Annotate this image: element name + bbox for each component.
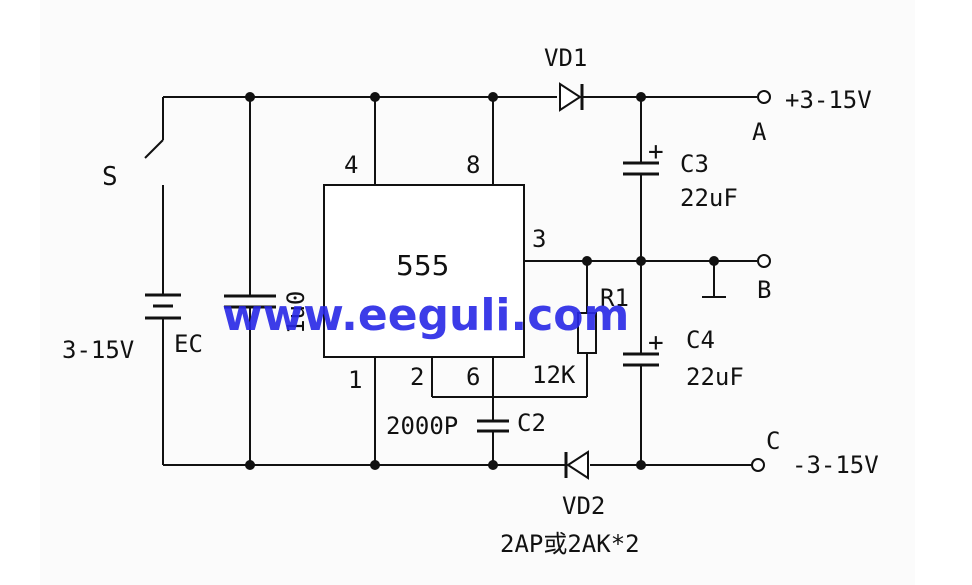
resistor-r1-value: 12K bbox=[532, 361, 576, 389]
terminal-c-voltage: -3-15V bbox=[792, 451, 879, 479]
pin-3-label: 3 bbox=[532, 225, 546, 253]
cap-c3-label: C3 bbox=[680, 150, 709, 178]
pin-8-label: 8 bbox=[466, 151, 480, 179]
terminal-a-voltage: +3-15V bbox=[785, 86, 872, 114]
terminal-c-label: C bbox=[766, 427, 780, 455]
diode-vd2-part-label: 2AP或2AK*2 bbox=[500, 530, 640, 558]
ic-555-body bbox=[323, 184, 525, 358]
junction-dots bbox=[245, 92, 719, 470]
diode-vd1-label: VD1 bbox=[544, 44, 587, 72]
terminal-b-label: B bbox=[757, 276, 771, 304]
pin-2-label: 2 bbox=[410, 363, 424, 391]
cap-c2-value: 2000P bbox=[386, 412, 458, 440]
cap-c4-value: 22uF bbox=[686, 363, 744, 391]
cap-c1-label: 1u0 bbox=[282, 291, 310, 334]
cap-c2-label: C2 bbox=[517, 409, 546, 437]
pin-1-label: 1 bbox=[348, 366, 362, 394]
cap-c3-polarity: + bbox=[648, 137, 664, 167]
terminal-a-label: A bbox=[752, 118, 767, 146]
battery-voltage-label: 3-15V bbox=[62, 336, 134, 364]
battery-label: EC bbox=[174, 330, 203, 358]
watermark-text: www.eeguli.com bbox=[222, 290, 629, 341]
switch-label: S bbox=[102, 162, 118, 192]
diode-vd1-symbol bbox=[559, 82, 584, 112]
pin-6-label: 6 bbox=[466, 363, 480, 391]
resistor-r1-label: R1 bbox=[600, 284, 629, 312]
ic-part-label: 555 bbox=[396, 249, 449, 282]
cap-c3-value: 22uF bbox=[680, 184, 738, 212]
terminal-c-icon bbox=[751, 458, 765, 472]
cap-c4-polarity: + bbox=[648, 328, 664, 358]
terminal-b-icon bbox=[757, 254, 771, 268]
terminal-a-icon bbox=[757, 90, 771, 104]
pin-4-label: 4 bbox=[344, 151, 358, 179]
diode-vd2-symbol bbox=[564, 450, 589, 480]
cap-c4-label: C4 bbox=[686, 326, 715, 354]
diode-vd2-label: VD2 bbox=[562, 492, 605, 520]
